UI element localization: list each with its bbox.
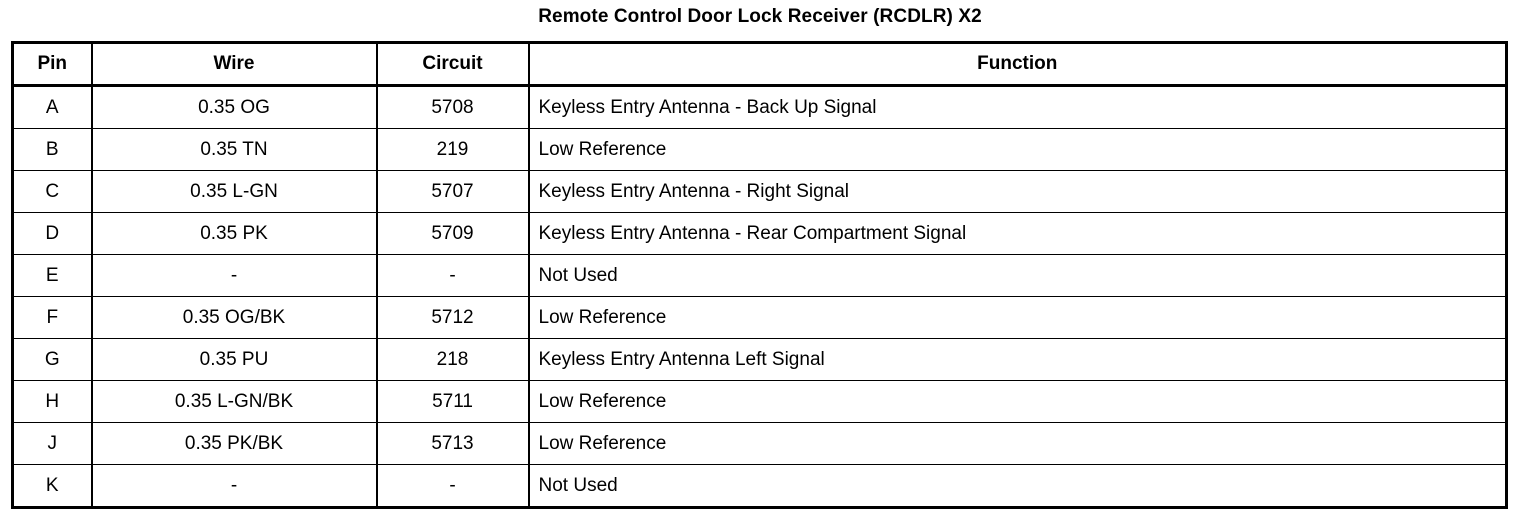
table-row: J 0.35 PK/BK 5713 Low Reference bbox=[12, 422, 1507, 465]
cell-wire: 0.35 PK/BK bbox=[90, 422, 378, 465]
pinout-table-container: Pin Wire Circuit Function A 0.35 OG 5708… bbox=[11, 41, 1508, 509]
cell-circuit: 219 bbox=[375, 128, 530, 171]
table-row: H 0.35 L-GN/BK 5711 Low Reference bbox=[12, 380, 1507, 423]
cell-circuit: 5709 bbox=[375, 212, 530, 255]
cell-pin: E bbox=[12, 254, 93, 297]
cell-wire: 0.35 PU bbox=[90, 338, 378, 381]
page-title: Remote Control Door Lock Receiver (RCDLR… bbox=[538, 6, 982, 27]
table-row: F 0.35 OG/BK 5712 Low Reference bbox=[12, 296, 1507, 339]
cell-circuit: - bbox=[375, 464, 530, 508]
cell-circuit: 5712 bbox=[375, 296, 530, 339]
table-row: K - - Not Used bbox=[12, 464, 1507, 508]
cell-pin: B bbox=[12, 128, 93, 171]
cell-circuit: 5711 bbox=[375, 380, 530, 423]
cell-wire: - bbox=[90, 464, 378, 508]
table-row: D 0.35 PK 5709 Keyless Entry Antenna - R… bbox=[12, 212, 1507, 255]
table-row: G 0.35 PU 218 Keyless Entry Antenna Left… bbox=[12, 338, 1507, 381]
column-header-circuit: Circuit bbox=[375, 42, 530, 87]
table-row: B 0.35 TN 219 Low Reference bbox=[12, 128, 1507, 171]
cell-circuit: 5713 bbox=[375, 422, 530, 465]
cell-wire: 0.35 OG bbox=[90, 85, 378, 129]
cell-pin: H bbox=[12, 380, 93, 423]
cell-pin: J bbox=[12, 422, 93, 465]
cell-wire: 0.35 PK bbox=[90, 212, 378, 255]
cell-wire: 0.35 L-GN/BK bbox=[90, 380, 378, 423]
cell-pin: F bbox=[12, 296, 93, 339]
cell-function: Not Used bbox=[527, 254, 1507, 297]
cell-function: Keyless Entry Antenna Left Signal bbox=[527, 338, 1507, 381]
table-header-row: Pin Wire Circuit Function bbox=[12, 42, 1507, 87]
cell-wire: - bbox=[90, 254, 378, 297]
table-row: A 0.35 OG 5708 Keyless Entry Antenna - B… bbox=[12, 85, 1507, 129]
cell-function: Not Used bbox=[527, 464, 1507, 508]
cell-function: Keyless Entry Antenna - Back Up Signal bbox=[527, 85, 1507, 129]
cell-circuit: - bbox=[375, 254, 530, 297]
pinout-table: Pin Wire Circuit Function A 0.35 OG 5708… bbox=[11, 41, 1508, 509]
cell-function: Keyless Entry Antenna - Right Signal bbox=[527, 170, 1507, 213]
cell-pin: C bbox=[12, 170, 93, 213]
cell-function: Low Reference bbox=[527, 380, 1507, 423]
cell-circuit: 5707 bbox=[375, 170, 530, 213]
cell-wire: 0.35 OG/BK bbox=[90, 296, 378, 339]
cell-pin: A bbox=[12, 85, 93, 129]
cell-pin: K bbox=[12, 464, 93, 508]
table-body: A 0.35 OG 5708 Keyless Entry Antenna - B… bbox=[12, 85, 1507, 508]
table-row: C 0.35 L-GN 5707 Keyless Entry Antenna -… bbox=[12, 170, 1507, 213]
column-header-wire: Wire bbox=[90, 42, 378, 87]
cell-function: Keyless Entry Antenna - Rear Compartment… bbox=[527, 212, 1507, 255]
cell-circuit: 218 bbox=[375, 338, 530, 381]
column-header-function: Function bbox=[527, 42, 1507, 87]
cell-wire: 0.35 TN bbox=[90, 128, 378, 171]
cell-function: Low Reference bbox=[527, 296, 1507, 339]
cell-wire: 0.35 L-GN bbox=[90, 170, 378, 213]
cell-pin: D bbox=[12, 212, 93, 255]
cell-function: Low Reference bbox=[527, 422, 1507, 465]
column-header-pin: Pin bbox=[12, 42, 93, 87]
table-header: Pin Wire Circuit Function bbox=[12, 42, 1507, 87]
cell-function: Low Reference bbox=[527, 128, 1507, 171]
table-row: E - - Not Used bbox=[12, 254, 1507, 297]
cell-circuit: 5708 bbox=[375, 85, 530, 129]
cell-pin: G bbox=[12, 338, 93, 381]
